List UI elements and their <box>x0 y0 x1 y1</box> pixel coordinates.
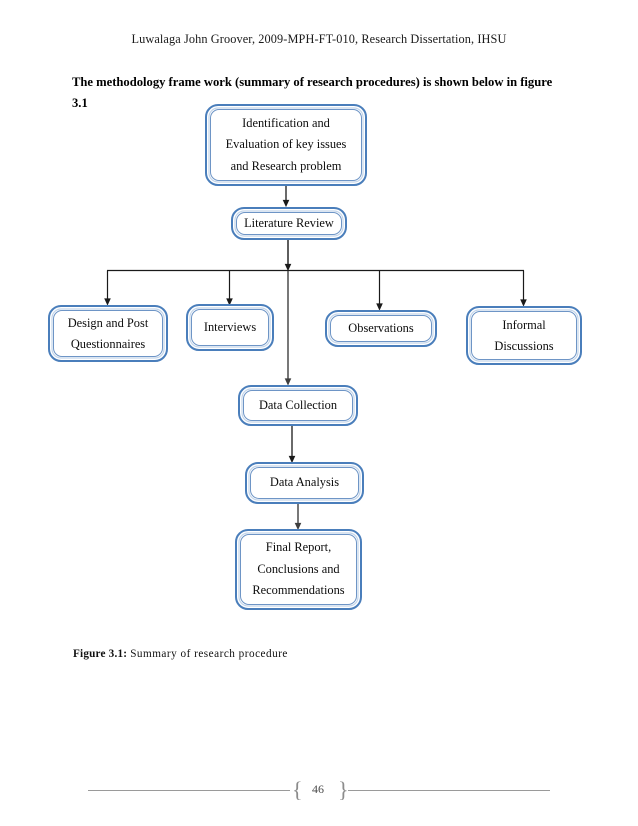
node-label: Observations <box>348 320 414 335</box>
footer-rule-right <box>348 790 550 791</box>
node-data-collection[interactable]: Data Collection <box>238 385 358 426</box>
methodology-flowchart: Identification and Evaluation of key iss… <box>48 104 582 610</box>
node-design-questionnaires[interactable]: Design and Post Questionnaires <box>48 305 168 362</box>
flowchart-connectors <box>104 186 527 531</box>
node-literature-review[interactable]: Literature Review <box>231 207 347 240</box>
footer-brace-left-icon: { <box>292 777 303 802</box>
node-final-report[interactable]: Final Report, Conclusions and Recommenda… <box>235 529 362 610</box>
footer-rule-left <box>88 790 290 791</box>
node-label: Informal Discussions <box>494 318 554 353</box>
node-data-analysis[interactable]: Data Analysis <box>245 462 364 504</box>
node-label: Data Collection <box>258 397 338 412</box>
footer-brace-right-icon: } <box>338 777 349 802</box>
figure-caption-label: Figure 3.1: <box>73 648 128 660</box>
running-head: Luwalaga John Groover, 2009-MPH-FT-010, … <box>131 32 507 46</box>
intro-paragraph: The methodology frame work (summary of r… <box>72 75 553 110</box>
node-label: Interviews <box>203 319 257 334</box>
figure-caption: Figure 3.1: Summary of research procedur… <box>73 648 288 660</box>
node-label: Literature Review <box>244 215 334 230</box>
node-observations[interactable]: Observations <box>325 310 437 347</box>
page-number: 46 <box>312 782 324 796</box>
page-footer: { 46 } <box>0 774 638 814</box>
node-identification[interactable]: Identification and Evaluation of key iss… <box>205 104 367 186</box>
node-informal-discussions[interactable]: Informal Discussions <box>466 306 582 365</box>
node-label: Final Report, Conclusions and Recommenda… <box>252 540 345 598</box>
node-label: Data Analysis <box>269 475 340 490</box>
node-label: Design and Post Questionnaires <box>67 316 149 351</box>
node-label: Identification and Evaluation of key iss… <box>225 115 347 173</box>
node-interviews[interactable]: Interviews <box>186 304 274 351</box>
figure-caption-text: Summary of research procedure <box>130 648 288 660</box>
